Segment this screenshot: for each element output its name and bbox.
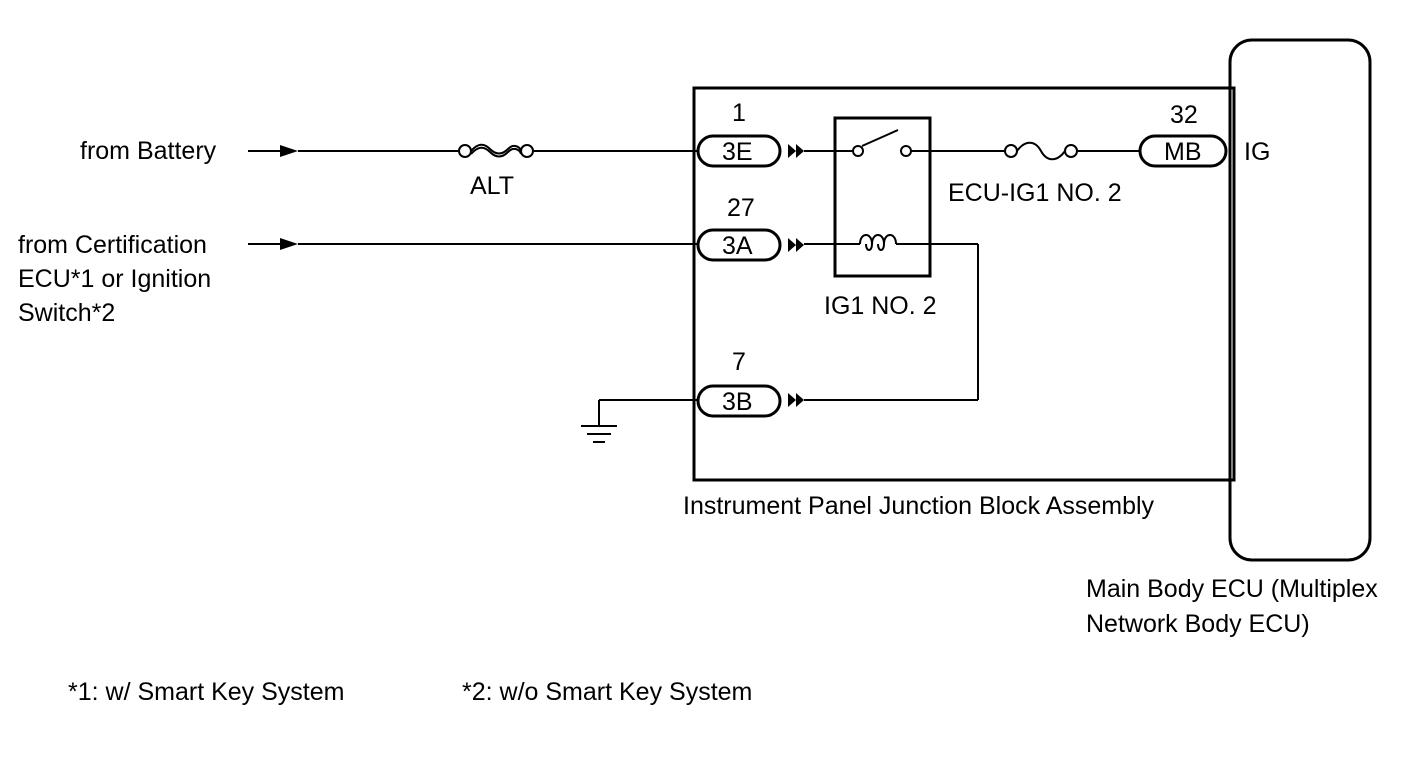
- pin-1-label: 1: [732, 99, 746, 127]
- ecu-name-line2: Network Body ECU): [1086, 610, 1310, 638]
- footnote-2: *2: w/o Smart Key System: [462, 678, 752, 706]
- certification-label-line2: ECU*1 or Ignition: [18, 265, 211, 293]
- footnote-1: *1: w/ Smart Key System: [68, 678, 344, 706]
- arrow-icon: [280, 238, 298, 250]
- relay-outline: [833, 116, 932, 278]
- junction-block-label: Instrument Panel Junction Block Assembly: [683, 492, 1155, 520]
- connector-mb: [1138, 134, 1228, 168]
- ecu-name-line1: Main Body ECU (Multiplex: [1086, 575, 1378, 603]
- certification-label-line3: Switch*2: [18, 299, 115, 327]
- main-body-ecu-outline: [1228, 38, 1372, 562]
- battery-label: from Battery: [80, 137, 217, 165]
- connector-3e: [696, 134, 804, 168]
- connector-mb-label: MB: [1164, 138, 1202, 166]
- connector-3e-label: 3E: [722, 138, 753, 166]
- alt-fusible-link-icon: [458, 143, 534, 158]
- relay-label: IG1 NO. 2: [824, 292, 937, 320]
- pin-32-label: 32: [1170, 101, 1198, 129]
- certification-label-line1: from Certification: [18, 231, 207, 259]
- alt-fuse-label: ALT: [470, 172, 514, 200]
- ecu-ig1-fuse-icon: [1004, 141, 1078, 161]
- pin-7-label: 7: [732, 348, 746, 376]
- relay-coil-icon: [859, 234, 897, 251]
- pin-27-label: 27: [727, 194, 755, 222]
- ecu-ig1-fuse-label: ECU-IG1 NO. 2: [948, 179, 1122, 207]
- connector-3a-label: 3A: [722, 232, 753, 260]
- connector-3b: [696, 384, 804, 418]
- connector-3b-label: 3B: [722, 388, 753, 416]
- certification-wire: [248, 238, 698, 250]
- battery-wire: [248, 145, 458, 157]
- junction-block-outline: [692, 86, 1236, 482]
- connector-3a: [696, 228, 804, 262]
- ecu-ig-terminal-label: IG: [1244, 138, 1270, 166]
- relay-switch-icon: [852, 129, 912, 157]
- arrow-icon: [280, 145, 298, 157]
- ground-icon: [581, 399, 698, 443]
